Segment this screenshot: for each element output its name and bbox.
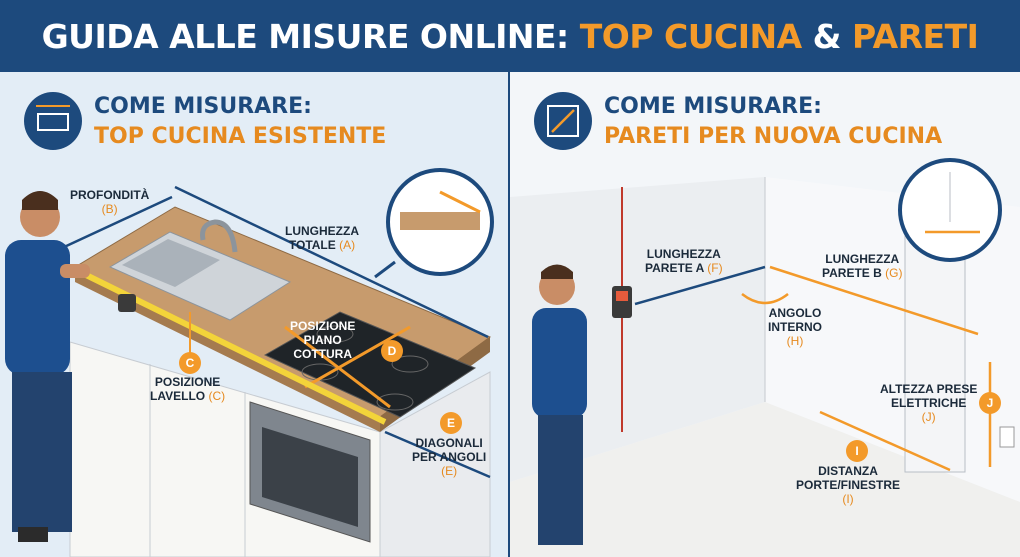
diagonal-corner-arrow [384, 430, 491, 479]
countertop-panel: COME MISURARE: TOP CUCINA ESISTENTE PROF… [0, 72, 510, 557]
walls-title-line2: PARETI PER NUOVA CUCINA [604, 124, 943, 149]
label-diagonali: DIAGONALI PER ANGOLI (E) [412, 436, 486, 478]
person-arm [60, 264, 90, 278]
label-parete-a: LUNGHEZZA PARETE A (F) [645, 247, 723, 275]
person-legs [538, 415, 583, 545]
countertop-title-line2: TOP CUCINA ESISTENTE [94, 124, 387, 149]
laser-meter [612, 286, 632, 318]
label-diagonali-line1: DIAGONALI [415, 436, 483, 450]
label-profondita-text: PROFONDITÀ [70, 188, 150, 202]
label-altezza-line2: ELETTRICHE [891, 396, 967, 410]
label-diagonali-line2: PER ANGOLI [412, 450, 487, 464]
burner-1 [316, 325, 354, 343]
label-parete-a-line1: LUNGHEZZA [646, 247, 721, 261]
marker-c: C [179, 352, 201, 374]
label-parete-b-line2: PARETE B [822, 266, 882, 280]
walls-title: COME MISURARE: PARETI PER NUOVA CUCINA [604, 92, 942, 152]
power-outlet [999, 426, 1015, 448]
label-lavello-line2: LAVELLO [150, 389, 206, 403]
title-part-pareti: PARETI [851, 16, 979, 56]
depth-arrow [61, 195, 173, 250]
label-parete-b-code: (G) [885, 266, 903, 280]
label-angolo-line2: INTERNO [768, 320, 822, 334]
detail-pointer [374, 260, 396, 279]
marker-j: J [979, 392, 1001, 414]
countertop-title: COME MISURARE: TOP CUCINA ESISTENTE [94, 92, 386, 152]
person-hair [541, 264, 573, 279]
person-shoe [18, 527, 48, 542]
sink-basin [122, 239, 220, 287]
label-parete-a-code: (F) [707, 261, 723, 275]
burner-2 [391, 355, 429, 373]
label-parete-b: LUNGHEZZA PARETE B (G) [822, 252, 902, 280]
label-angolo-code: (H) [786, 334, 804, 348]
label-posizione-lavello: POSIZIONE LAVELLO (C) [150, 375, 225, 403]
person-torso [5, 240, 70, 375]
burner-4 [376, 393, 414, 411]
walls-title-line1: COME MISURARE: [604, 94, 822, 119]
page-title: GUIDA ALLE MISURE ONLINE: TOP CUCINA & P… [42, 17, 979, 56]
label-lavello-code: (C) [208, 389, 226, 403]
label-angolo-line1: ANGOLO [768, 306, 822, 320]
ruler-icon [24, 92, 82, 150]
person-legs [12, 372, 72, 532]
label-piano-line3: COTTURA [293, 347, 352, 361]
title-ampersand: & [812, 16, 842, 56]
detail-arrow [439, 190, 481, 214]
marker-d: D [381, 340, 403, 362]
laser-meter [118, 294, 136, 312]
label-diagonali-code: (E) [441, 464, 458, 478]
label-lavello-line1: POSIZIONE [154, 375, 221, 389]
person-torso [532, 308, 587, 418]
label-piano-line1: POSIZIONE [290, 319, 356, 333]
label-lunghezza-code: (A) [339, 238, 356, 252]
label-lunghezza-totale: LUNGHEZZA TOTALE (A) [285, 224, 359, 252]
marker-e: E [440, 412, 462, 434]
cooktop-diagonal-2 [304, 325, 411, 389]
label-lunghezza-line2: TOTALE [288, 238, 336, 252]
countertop-illustration [5, 168, 494, 557]
cooktop [263, 311, 477, 418]
countertop-title-line1: COME MISURARE: [94, 94, 312, 119]
cabinet-side [379, 371, 491, 557]
marker-i: I [846, 440, 868, 462]
title-part-top-cucina: TOP CUCINA [579, 16, 802, 56]
wall-measure-icon [534, 92, 592, 150]
floor [510, 402, 1020, 557]
walls-illustration [510, 158, 1020, 557]
wall-b-arrow [769, 265, 979, 336]
door-frame [904, 231, 966, 473]
label-altezza-prese: ALTEZZA PRESE ELETTRICHE (J) [880, 382, 977, 424]
label-lunghezza-line1: LUNGHEZZA [285, 224, 359, 238]
angle-arc [741, 293, 789, 305]
label-posizione-piano: POSIZIONE PIANO COTTURA [290, 319, 355, 361]
length-arrow [174, 185, 489, 339]
label-altezza-code: (J) [921, 410, 936, 424]
title-main: GUIDA ALLE MISURE ONLINE: [41, 16, 570, 56]
detail-countertop [400, 212, 480, 230]
label-distanza-code: (I) [842, 492, 854, 506]
label-distanza-line1: DISTANZA [818, 464, 878, 478]
walls-panel: COME MISURARE: PARETI PER NUOVA CUCINA L… [510, 72, 1020, 557]
label-distanza-line2: PORTE/FINESTRE [796, 478, 901, 492]
page-header: GUIDA ALLE MISURE ONLINE: TOP CUCINA & P… [0, 0, 1020, 72]
distance-arrow [819, 410, 951, 472]
label-parete-b-line1: LUNGHEZZA [825, 252, 900, 266]
laser-meter-screen [616, 291, 628, 301]
label-parete-a-line2: PARETE A [645, 261, 704, 275]
label-angolo: ANGOLO INTERNO (H) [768, 306, 822, 348]
label-piano-line2: PIANO [303, 333, 342, 347]
wall-a-arrow [634, 265, 766, 306]
label-altezza-line1: ALTEZZA PRESE [880, 382, 978, 396]
label-profondita: PROFONDITÀ (B) [70, 188, 149, 216]
label-profondita-code: (B) [101, 202, 118, 216]
label-distanza: DISTANZA PORTE/FINESTRE (I) [796, 464, 900, 506]
person-hair [22, 191, 58, 210]
oven-window [262, 427, 358, 527]
faucet [200, 219, 238, 253]
